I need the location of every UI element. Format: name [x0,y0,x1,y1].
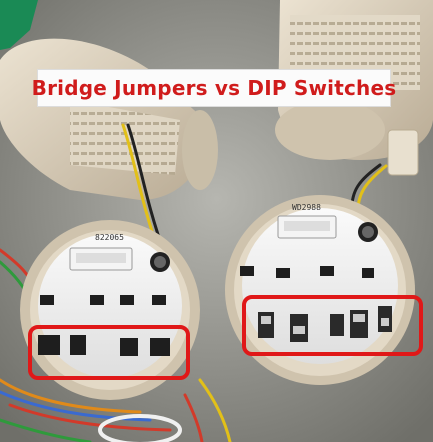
page-title: Bridge Jumpers vs DIP Switches [31,76,397,100]
left-board-label: 822065 [95,233,124,242]
bridge-jumpers-highlight [28,325,190,380]
dip-switches-highlight [242,295,423,356]
title-banner: Bridge Jumpers vs DIP Switches [32,69,396,107]
right-board-assembly: WD2988 [225,195,415,385]
green-lens [0,0,38,50]
right-board-label: WD2988 [292,203,321,212]
white-ring [98,414,182,442]
left-board-assembly: 822065 [20,220,200,400]
